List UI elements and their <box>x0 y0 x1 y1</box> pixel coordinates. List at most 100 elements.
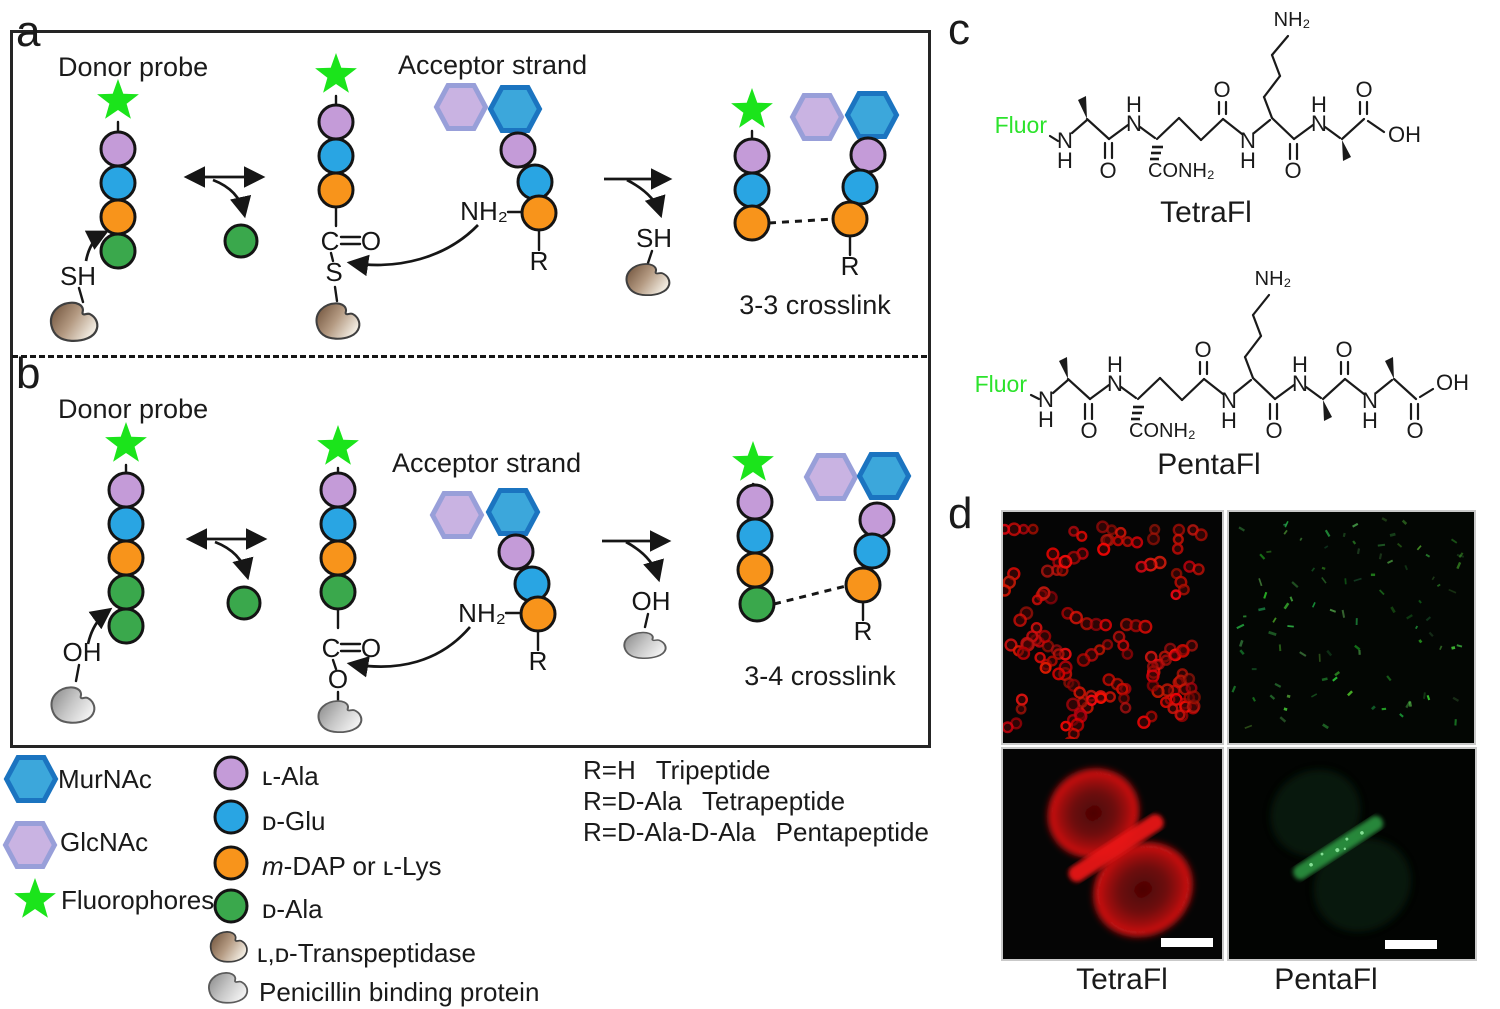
n-atom: N <box>1221 388 1237 413</box>
murnac-hexagon <box>860 455 909 498</box>
amine-attack-arrow <box>346 224 479 277</box>
nh2-label: NH₂ <box>1255 268 1292 290</box>
panel-a-product: R <box>731 88 896 281</box>
r-def-2-r: R=D-Ala-D-Ala <box>583 817 756 847</box>
residue-mdap <box>519 595 557 633</box>
r-def-1-name: Tetrapeptide <box>701 786 846 816</box>
murnac-hexagon <box>491 88 540 131</box>
amine-label: NH₂ <box>460 196 508 226</box>
nh2-label: NH₂ <box>1274 9 1311 31</box>
micrograph-pentafl-field <box>1227 510 1476 745</box>
residue-mdap <box>99 198 137 236</box>
n-atom: N <box>1038 387 1054 412</box>
mdap-rest: -DAP or ʟ-Lys <box>283 851 442 881</box>
residue-l-ala <box>107 471 145 509</box>
pbp-enzyme-blob <box>50 686 96 724</box>
h-atom: H <box>1126 92 1142 117</box>
panel-b-product: R <box>732 441 908 646</box>
legend-fluorophores-label: Fluorophores <box>61 885 215 915</box>
scale-bar <box>1161 938 1213 947</box>
h-atom: H <box>1107 352 1123 377</box>
hydroxyl-label: OH <box>63 637 102 667</box>
fluorophore-star-icon <box>315 53 357 93</box>
tetrafl-structure: Fluor N H O H N CONH₂ O N H NH₂ <box>995 9 1421 183</box>
residue-l-ala <box>99 130 137 168</box>
residue-d-glu <box>107 505 145 543</box>
crosslink-bond-3-3 <box>768 217 834 225</box>
residue-mdap <box>520 194 558 232</box>
residue-d-glu <box>841 168 879 206</box>
r-definition-tetrapeptide: R=D-Ala Tetrapeptide <box>583 786 845 817</box>
panel-a-acceptor-strand: NH₂ R <box>346 86 558 277</box>
residue-mdap <box>831 200 869 238</box>
conh2-label: CONH₂ <box>1129 420 1196 442</box>
pentafl-structure: Fluor N H O H N CONH₂ O N H NH₂ <box>975 268 1469 443</box>
carbonyl-o-label: O <box>361 226 381 256</box>
panel-b-acceptor-title: Acceptor strand <box>392 448 582 478</box>
residue-d-glu <box>736 517 774 555</box>
residue-l-ala <box>317 103 355 141</box>
panel-b-equilibrium <box>185 528 268 621</box>
ldt-enzyme-blob <box>625 262 671 297</box>
r-group-label: R <box>841 251 860 281</box>
o-atom: O <box>1213 77 1230 102</box>
residue-mdap <box>319 539 357 577</box>
released-thiol-label: SH <box>636 223 672 253</box>
micrograph-tetrafl-cell <box>1001 747 1224 961</box>
o-atom: O <box>1284 158 1301 183</box>
legend-pbp-blob <box>208 971 249 1004</box>
conh2-label: CONH₂ <box>1148 160 1215 182</box>
glcnac-hexagon <box>433 494 482 537</box>
h-atom: H <box>1038 407 1054 432</box>
hydroxyl-attack-arrow <box>86 607 113 645</box>
pentafl-name: PentaFl <box>1157 448 1261 481</box>
residue-d-glu <box>733 171 771 209</box>
h-atom: H <box>1311 92 1327 117</box>
n-atom: N <box>1240 128 1256 153</box>
h-atom: H <box>1240 148 1256 173</box>
n-atom: N <box>1292 371 1308 396</box>
thioester-s-label: S <box>325 257 342 287</box>
panel-b-ester-strand: C O O <box>317 425 381 734</box>
residue-mdap <box>736 551 774 589</box>
residue-d-ala <box>738 585 776 623</box>
residue-d-glu <box>853 532 891 570</box>
pentafl-cell-image <box>1270 769 1437 949</box>
residue-d-glu <box>516 163 554 201</box>
released-d-ala <box>223 223 259 259</box>
panel-ab-border <box>10 30 931 748</box>
pbp-enzyme-blob <box>317 699 363 734</box>
o-atom: O <box>1265 418 1282 443</box>
o-atom: O <box>1080 418 1097 443</box>
scale-bar <box>1385 940 1437 949</box>
r-group-label: R <box>854 616 873 646</box>
r-group-label: R <box>529 646 548 676</box>
n-atom: N <box>1057 128 1073 153</box>
panel-b-diagram: OH C O O <box>50 422 909 734</box>
r-def-1-r: R=D-Ala <box>583 786 682 816</box>
ester-o-label: O <box>328 664 348 694</box>
amine-label: NH₂ <box>458 598 506 628</box>
residue-mdap <box>317 171 355 209</box>
h-atom: H <box>1362 408 1378 433</box>
residue-mdap <box>733 204 771 242</box>
panel-b-label: b <box>16 349 41 398</box>
panel-b-donor-title: Donor probe <box>58 394 209 424</box>
residue-l-ala <box>497 533 535 571</box>
glcnac-hexagon <box>807 456 856 499</box>
oh-label: OH <box>1388 122 1421 147</box>
h-atom: H <box>1057 148 1073 173</box>
pbp-enzyme-blob <box>623 631 667 660</box>
legend-l-ala-circle <box>213 755 249 791</box>
residue-l-ala <box>858 501 896 539</box>
n-atom: N <box>1126 111 1142 136</box>
r-def-2-name: Pentapeptide <box>775 817 929 847</box>
glcnac-hexagon <box>6 824 55 867</box>
legend-murnac-label: MurNAc <box>58 764 152 794</box>
micrograph-tetrafl-field <box>1001 510 1224 745</box>
murnac-hexagon <box>848 94 897 137</box>
o-atom: O <box>1406 418 1423 443</box>
amine-attack-arrow <box>346 626 472 678</box>
